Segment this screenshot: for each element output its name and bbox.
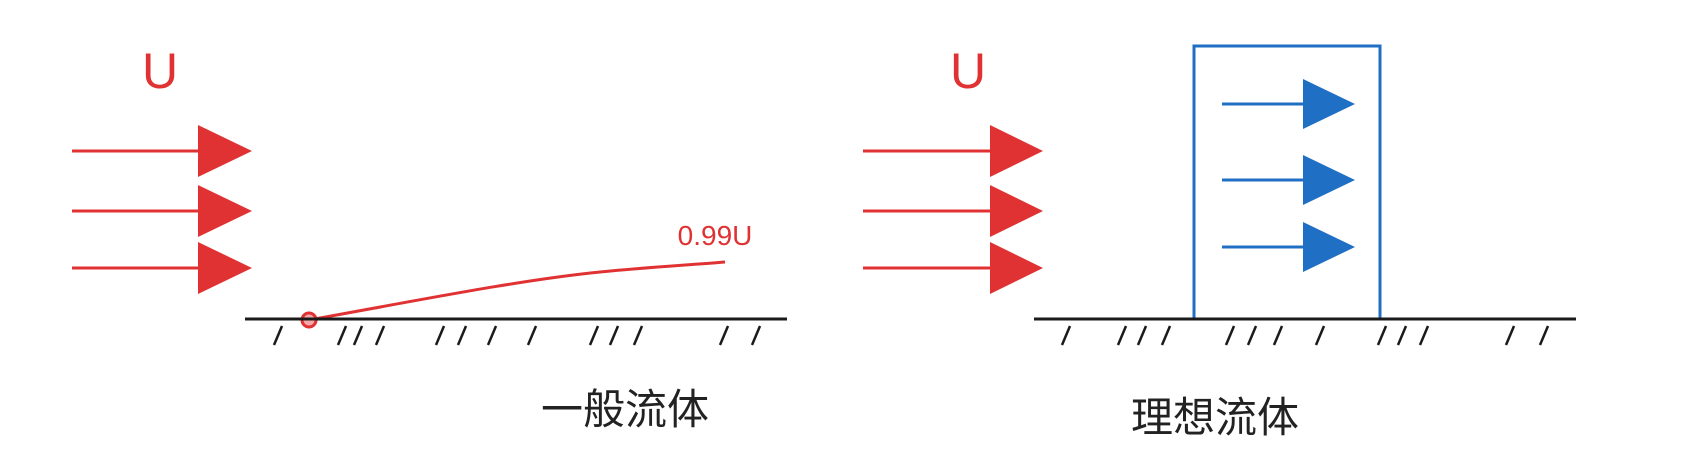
right-arrow-3-icon	[863, 242, 1043, 294]
right-arrow-1-icon	[863, 125, 1043, 177]
left-panel: U 0.99U	[72, 43, 787, 434]
right-panel: U	[863, 43, 1576, 442]
left-arrow-3-icon	[72, 242, 252, 294]
right-caption: 理想流体	[1131, 393, 1299, 442]
right-flow-label: U	[950, 43, 986, 99]
left-flow-label: U	[142, 43, 178, 99]
edge-velocity-label: 0.99U	[678, 220, 753, 251]
control-volume-box	[1192, 44, 1382, 321]
box-arrow-2-icon	[1222, 155, 1355, 205]
right-inflow-arrows	[863, 125, 1043, 294]
box-arrow-3-icon	[1222, 222, 1355, 272]
left-ground	[245, 317, 787, 346]
left-arrow-1-icon	[72, 125, 252, 177]
left-ground-hatch-icon	[272, 325, 762, 346]
left-arrow-2-icon	[72, 185, 252, 237]
right-arrow-2-icon	[863, 185, 1043, 237]
left-inflow-arrows	[72, 125, 252, 294]
box-velocity-arrows	[1222, 79, 1355, 272]
left-caption: 一般流体	[541, 385, 709, 434]
right-ground-hatch-icon	[1060, 325, 1550, 346]
boundary-layer-edge-curve	[308, 260, 726, 322]
box-arrow-1-icon	[1222, 79, 1355, 129]
right-ground	[1034, 317, 1576, 346]
